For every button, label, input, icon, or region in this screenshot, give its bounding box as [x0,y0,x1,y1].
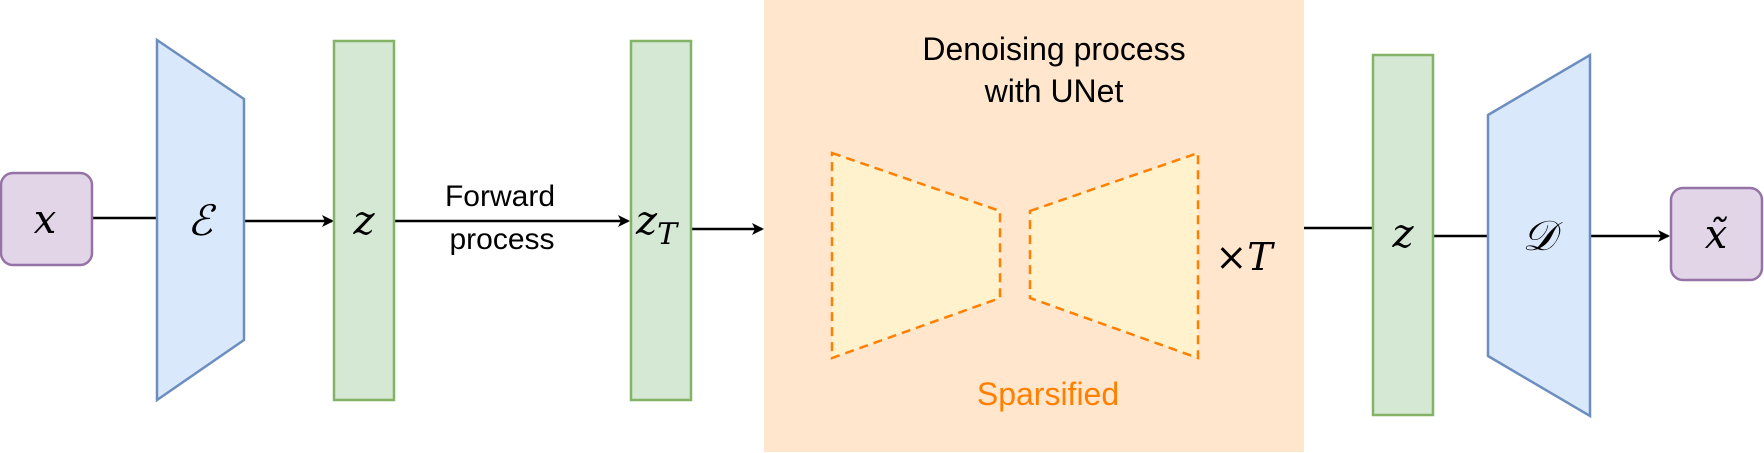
forward-label-line2: process [449,223,554,256]
unet-encoder-half [830,151,1002,360]
repeat-times-label: ×T [1215,235,1275,279]
input-node: x [0,171,94,267]
sparsified-label: Sparsified [977,376,1119,412]
decoder-block: 𝒟 [1486,52,1592,419]
latent-zt: zT [629,39,693,402]
input-label: x [34,197,57,243]
latent-zt-subscript: T [657,217,679,252]
latent-z-out: z [1371,53,1435,417]
denoising-block: Denoising process with UNet ×T Sparsifie… [764,0,1304,452]
latent-zt-label: z [635,198,658,244]
latent-z-in: z [332,39,396,402]
unet-decoder-half [1028,151,1200,360]
encoder-label: ℰ [187,196,217,245]
forward-label-line1: Forward [445,180,555,213]
output-node: x̃ [1669,186,1764,282]
latent-z-in-label: z [352,198,375,244]
latent-z-out-label: z [1391,211,1414,257]
encoder-block: ℰ [155,37,246,403]
denoising-title-line2: with UNet [984,73,1124,109]
svg-text:zT: zT [635,198,679,252]
denoising-title-line1: Denoising process [922,31,1185,67]
output-label: x̃ [1705,212,1728,258]
